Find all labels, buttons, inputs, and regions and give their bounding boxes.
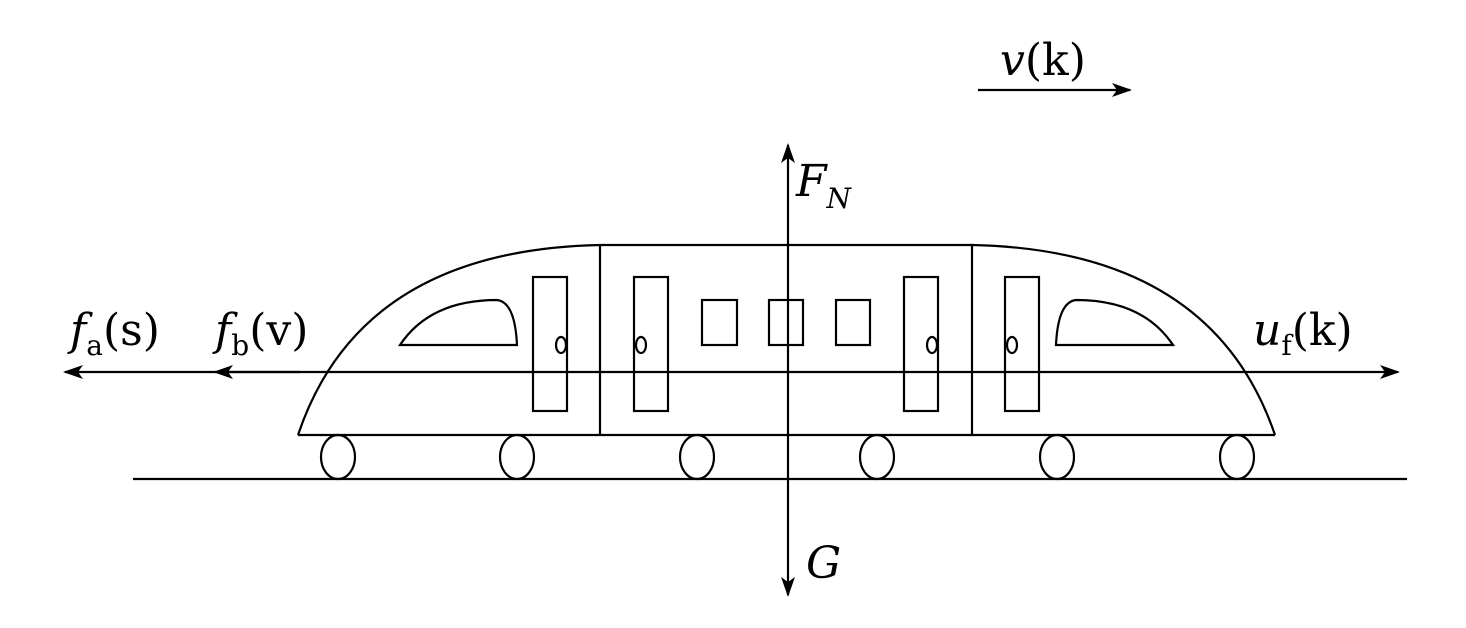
middle-windows [700, 298, 872, 347]
train-body [296, 243, 1277, 437]
door [531, 275, 569, 413]
window [767, 298, 805, 347]
door-handle [1005, 335, 1019, 355]
right-cab-window [1054, 298, 1176, 347]
door-handle [634, 335, 648, 355]
window [700, 298, 739, 347]
door [902, 275, 940, 413]
train-outline [296, 243, 1277, 437]
normal-force-label: FN [795, 156, 853, 215]
velocity-label: v(k) [1000, 35, 1086, 86]
door [632, 275, 670, 413]
wheel [858, 433, 896, 481]
wheel [498, 433, 536, 481]
wheel [678, 433, 716, 481]
resistance-b-label: fb(v) [212, 305, 308, 362]
gravity-label: G [806, 538, 841, 589]
doors [531, 275, 1041, 413]
left-cab-window [397, 298, 519, 347]
wheel [319, 433, 357, 481]
door-handle [554, 335, 568, 355]
door [1003, 275, 1041, 413]
door-handle [925, 335, 939, 355]
wheel [1218, 433, 1256, 481]
wheels [319, 433, 1256, 481]
wheel [1038, 433, 1076, 481]
traction-label: uf(k) [1253, 305, 1353, 362]
resistance-a-label: fa(s) [67, 305, 160, 362]
window [834, 298, 872, 347]
